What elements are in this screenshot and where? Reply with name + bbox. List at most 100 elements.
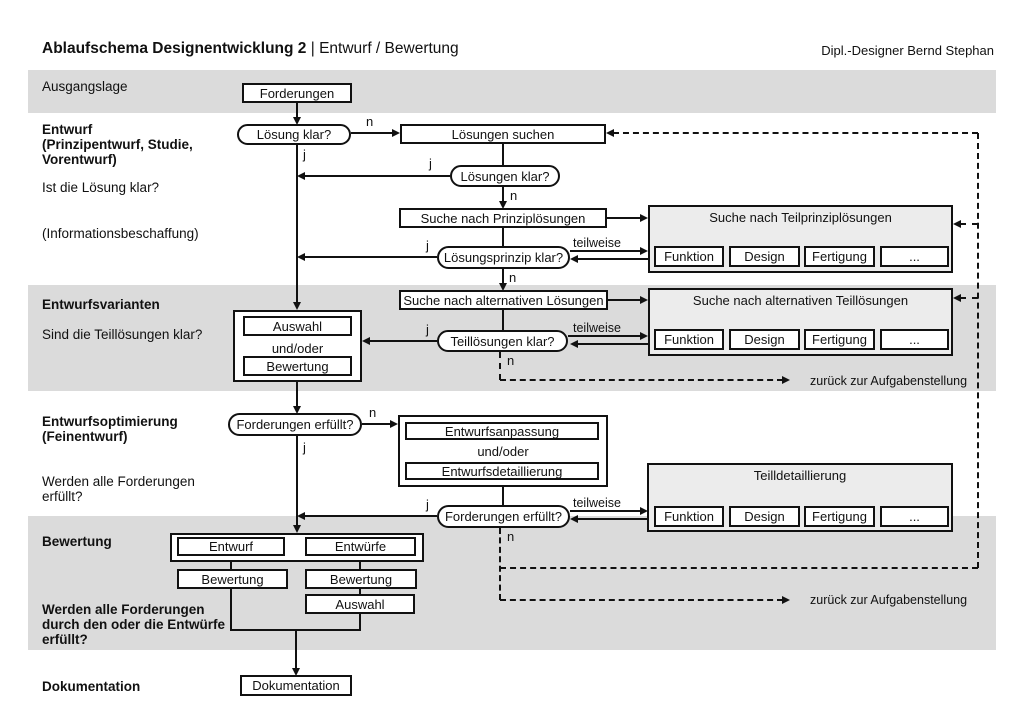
- edge-label-n: n: [366, 114, 374, 129]
- connector: [230, 629, 361, 631]
- connector: [359, 614, 361, 631]
- edge-label-j: j: [429, 156, 432, 171]
- section-question-bewertung-3: erfüllt?: [42, 632, 88, 647]
- connector: [568, 335, 641, 337]
- page-title-sub: | Entwurf / Bewertung: [310, 40, 459, 57]
- node-design: Design: [729, 506, 800, 527]
- connector-dashed: [499, 352, 501, 380]
- node-ellipsis: ...: [880, 329, 949, 350]
- connector-dashed: [499, 528, 501, 600]
- connector: [502, 228, 504, 246]
- edge-label-teilweise: teilweise: [573, 236, 621, 250]
- connector: [362, 423, 391, 425]
- group-auswahl-bewertung: Auswahl und/oder Bewertung: [233, 310, 362, 382]
- connector: [230, 589, 232, 631]
- connector-dashed: [613, 132, 978, 134]
- connector-dashed: [500, 379, 783, 381]
- connector: [607, 217, 641, 219]
- connector-dashed: [977, 133, 979, 568]
- edge-label-n: n: [507, 353, 515, 368]
- node-bewertung: Bewertung: [243, 356, 352, 376]
- node-dokumentation: Dokumentation: [240, 675, 352, 696]
- connector: [502, 269, 504, 283]
- section-label-bewertung: Bewertung: [42, 534, 112, 549]
- node-fertigung: Fertigung: [804, 329, 875, 350]
- edge-label-j: j: [426, 238, 429, 253]
- decision-loesungsprinzip-klar: Lösungsprinzip klar?: [437, 246, 570, 269]
- panel-title: Suche nach alternativen Teillösungen: [692, 293, 909, 308]
- connector-dashed: [960, 297, 978, 299]
- arrowhead: [293, 302, 301, 310]
- node-entwurfsdetaillierung: Entwurfsdetaillierung: [405, 462, 599, 480]
- band-ausgangslage: [28, 70, 996, 113]
- panel-title: Teilldetaillierung: [753, 468, 847, 483]
- section-label-dokumentation: Dokumentation: [42, 679, 141, 694]
- arrowhead: [953, 294, 961, 302]
- arrowhead: [640, 214, 648, 222]
- node-design: Design: [729, 246, 800, 267]
- connector: [608, 299, 641, 301]
- arrowhead: [640, 332, 648, 340]
- arrowhead: [640, 247, 648, 255]
- node-entwurfsanpassung: Entwurfsanpassung: [405, 422, 599, 440]
- connector: [296, 103, 298, 117]
- node-ellipsis: ...: [880, 246, 949, 267]
- feedback-label: zurück zur Aufgabenstellung: [810, 374, 968, 388]
- arrowhead: [362, 337, 370, 345]
- connector: [578, 258, 648, 260]
- arrowhead: [293, 406, 301, 414]
- section-label-entwurf: Entwurf: [42, 122, 93, 137]
- arrowhead: [640, 296, 648, 304]
- edge-label-j: j: [303, 147, 306, 162]
- arrowhead: [293, 525, 301, 533]
- connector: [502, 310, 504, 330]
- label-und-oder: und/oder: [271, 341, 324, 356]
- section-question-optimierung-2: erfüllt?: [42, 489, 83, 504]
- arrowhead: [953, 220, 961, 228]
- connector: [369, 340, 437, 342]
- connector: [351, 132, 393, 134]
- arrowhead: [392, 129, 400, 137]
- section-label-entwurf-sub2: Vorentwurf): [42, 152, 117, 167]
- section-label-varianten: Entwurfsvarianten: [42, 297, 160, 312]
- decision-loesungen-klar: Lösungen klar?: [450, 165, 560, 187]
- connector: [502, 487, 504, 505]
- node-auswahl-2: Auswahl: [305, 594, 415, 614]
- feedback-label: zurück zur Aufgabenstellung: [810, 593, 968, 607]
- arrowhead: [297, 172, 305, 180]
- edge-label-teilweise: teilweise: [573, 496, 621, 510]
- label-und-oder: und/oder: [477, 444, 529, 459]
- connector: [296, 436, 298, 526]
- edge-label-j: j: [426, 497, 429, 512]
- page-title-main: Ablaufschema Designentwicklung 2: [42, 40, 307, 57]
- node-design: Design: [729, 329, 800, 350]
- page-title: Ablaufschema Designentwicklung 2 | Entwu…: [42, 40, 459, 58]
- connector: [304, 175, 450, 177]
- arrowhead: [499, 201, 507, 209]
- section-label-ausgangslage: Ausgangslage: [42, 79, 128, 94]
- node-forderungen: Forderungen: [242, 83, 352, 103]
- arrowhead: [390, 420, 398, 428]
- arrowhead: [570, 255, 578, 263]
- arrowhead: [606, 129, 614, 137]
- panel-suche-alternativen-teil: Suche nach alternativen Teillösungen Fun…: [648, 288, 953, 356]
- connector: [570, 510, 641, 512]
- connector: [578, 343, 648, 345]
- connector-dashed: [960, 223, 978, 225]
- node-funktion: Funktion: [654, 329, 724, 350]
- connector: [359, 589, 361, 594]
- decision-loesung-klar: Lösung klar?: [237, 124, 351, 145]
- node-fertigung: Fertigung: [804, 246, 875, 267]
- connector: [296, 382, 298, 406]
- panel-title: Suche nach Teilprinziplösungen: [709, 210, 892, 225]
- section-label-entwurf-sub1: (Prinzipentwurf, Studie,: [42, 137, 193, 152]
- node-entwuerfe: Entwürfe: [305, 537, 416, 556]
- edge-label-teilweise: teilweise: [573, 321, 621, 335]
- arrowhead: [640, 507, 648, 515]
- node-auswahl: Auswahl: [243, 316, 352, 336]
- arrowhead: [292, 668, 300, 676]
- panel-suche-teilprinziploesungen: Suche nach Teilprinziplösungen Funktion …: [648, 205, 953, 273]
- section-question-optimierung-1: Werden alle Forderungen: [42, 474, 195, 489]
- arrowhead: [570, 515, 578, 523]
